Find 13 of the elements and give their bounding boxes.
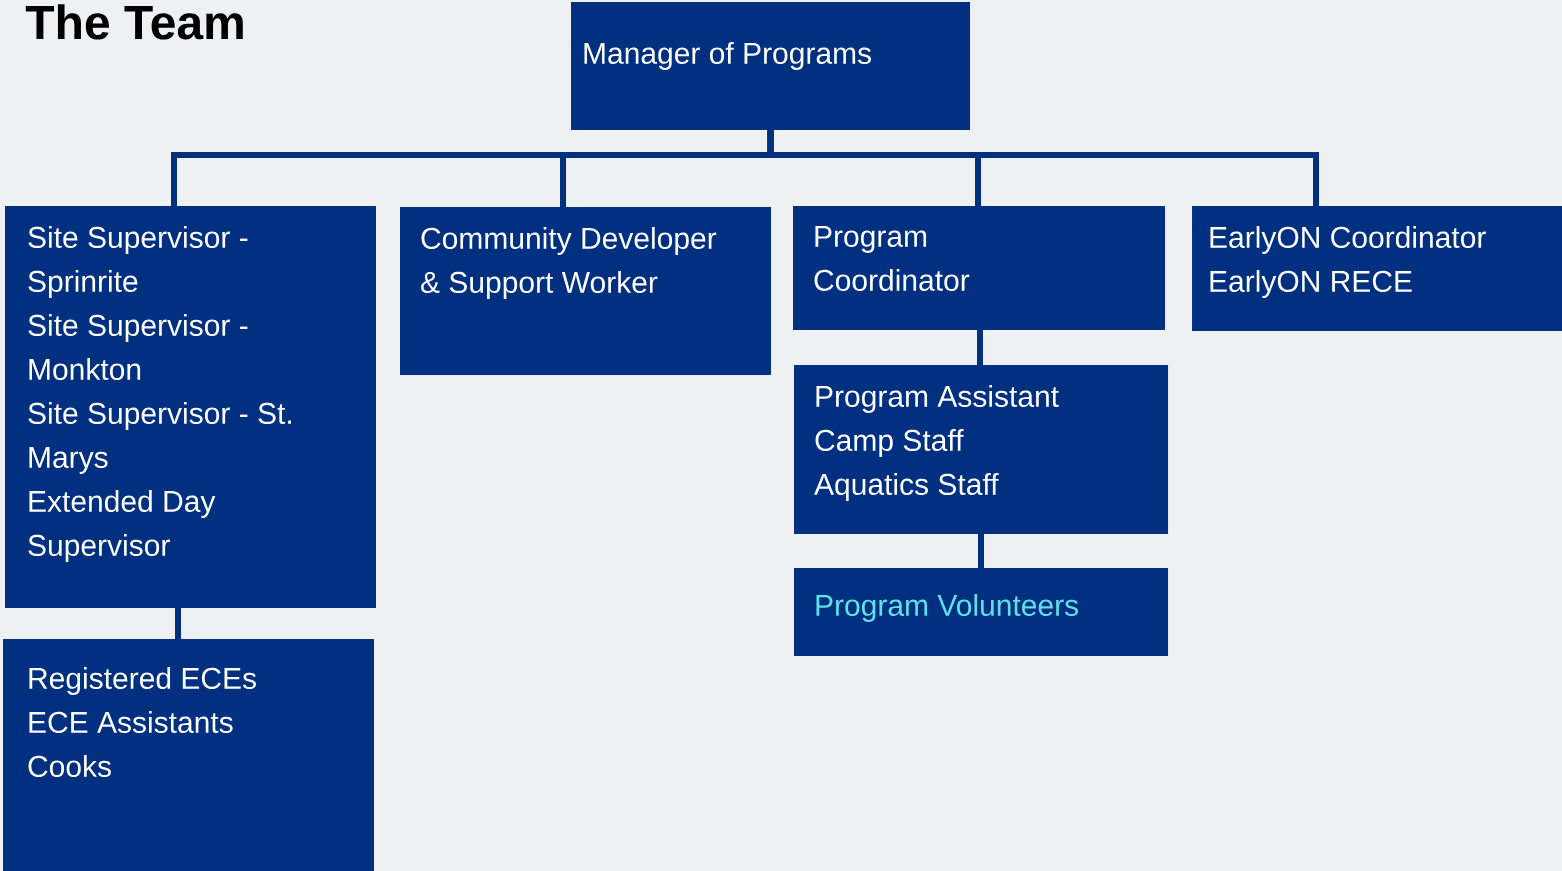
role-box: Site Supervisor - Sprinrite Site Supervisor - Monkton Site Supervisor - St. Marys Extended Day Supervisor bbox=[5, 206, 376, 608]
role-box: EarlyON Coordinator EarlyON RECE bbox=[1192, 206, 1562, 331]
role-box: Community Developer & Support Worker bbox=[400, 207, 771, 375]
role-box: Program Coordinator bbox=[793, 206, 1165, 330]
connector-line bbox=[767, 130, 1319, 206]
connector-line bbox=[977, 330, 983, 365]
connector-line bbox=[175, 608, 181, 639]
role-box: Registered ECEs ECE Assistants Cooks bbox=[3, 639, 374, 871]
role-box: Manager of Programs bbox=[571, 2, 970, 130]
connector-line bbox=[978, 534, 984, 568]
title: The Team bbox=[25, 4, 243, 40]
role-box: Program Assistant Camp Staff Aquatics Staff bbox=[794, 365, 1168, 534]
role-box: Program Volunteers bbox=[794, 568, 1168, 656]
